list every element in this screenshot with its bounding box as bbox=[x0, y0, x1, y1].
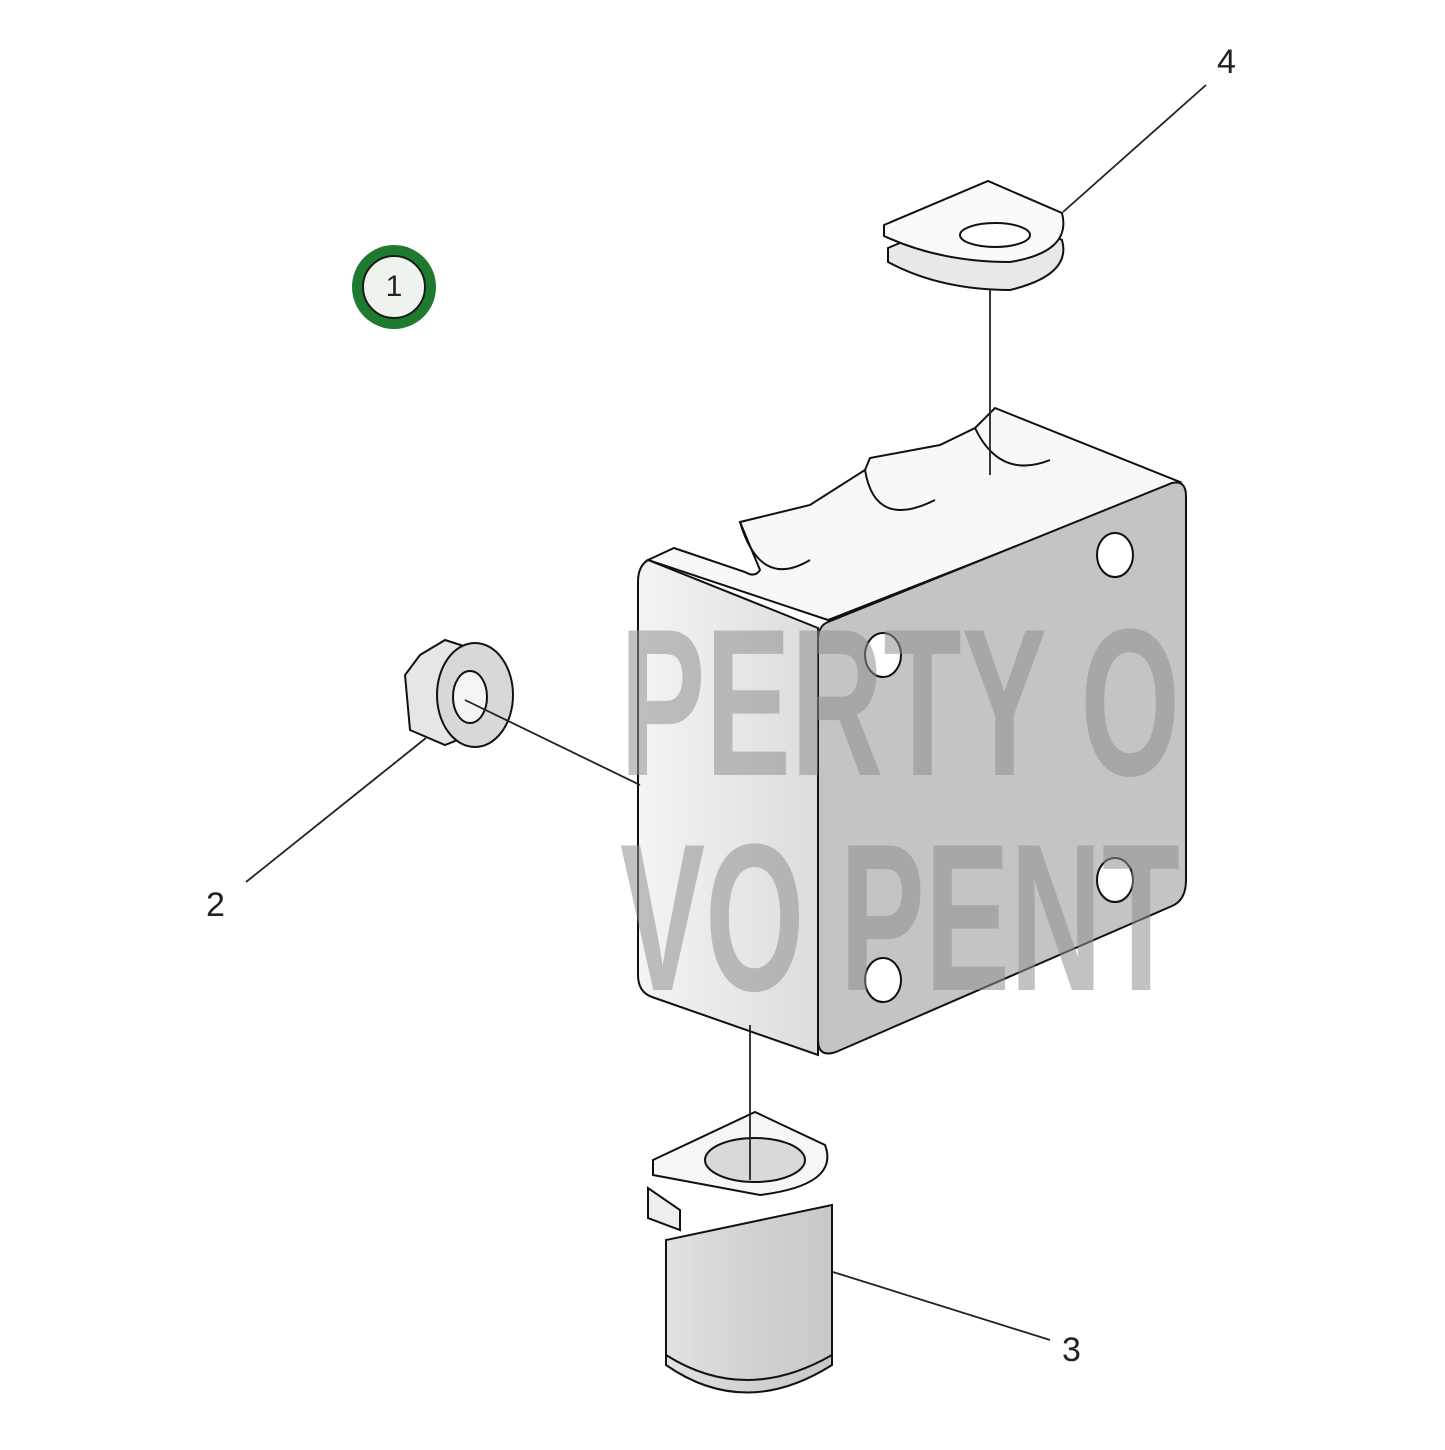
part-3-bushing bbox=[647, 1110, 833, 1394]
svg-text:PERTY O: PERTY O bbox=[620, 585, 1180, 820]
callout-2[interactable]: 2 bbox=[206, 886, 225, 924]
part-4-grommet bbox=[883, 179, 1065, 292]
leader-lines bbox=[245, 84, 1207, 1341]
reference-badge[interactable]: 1 bbox=[352, 245, 436, 329]
watermark: PERTY O VO PENT bbox=[620, 585, 1180, 1035]
callout-4[interactable]: 4 bbox=[1217, 43, 1236, 81]
svg-text:VO PENT: VO PENT bbox=[620, 800, 1180, 1035]
mounting-block bbox=[637, 406, 1187, 1057]
part-2-nut bbox=[403, 638, 514, 748]
callout-3[interactable]: 3 bbox=[1062, 1331, 1081, 1369]
reference-badge-label: 1 bbox=[362, 255, 426, 319]
